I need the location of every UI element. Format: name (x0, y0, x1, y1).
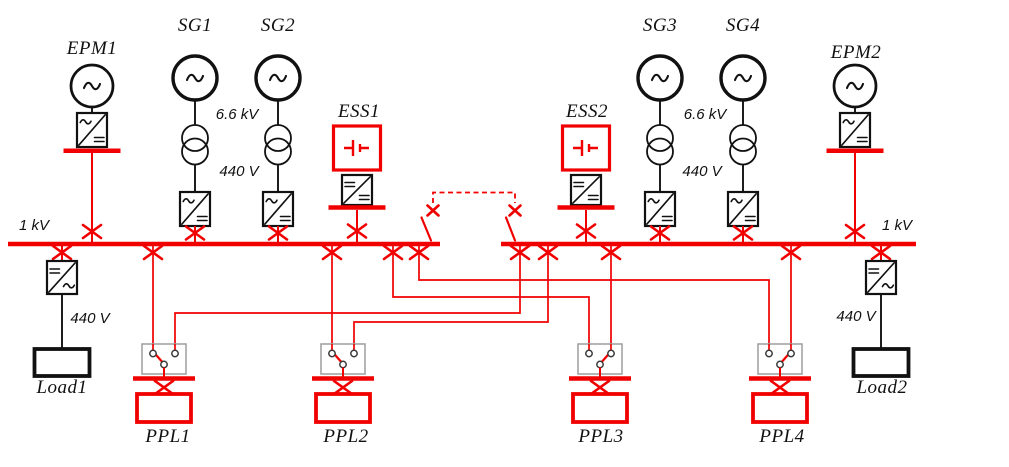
sg4-unit (721, 56, 765, 242)
load1-voltage-label: 440 V (70, 310, 110, 327)
ppl1-label: PPL1 (145, 426, 191, 447)
bus-tie-dashed-link (432, 191, 516, 203)
sg3-unit (638, 56, 682, 242)
left-bus-voltage-label: 1 kV (18, 217, 50, 234)
ppl3-alternate-feed-line (392, 245, 590, 344)
epm2-unit (827, 65, 884, 242)
ess1-label: ESS1 (337, 101, 381, 122)
sg2-label: SG2 (260, 15, 296, 36)
ppl1-assembly (133, 344, 195, 422)
ppl4-label: PPL4 (759, 426, 805, 447)
ppl4-assembly (749, 344, 811, 422)
sg1-label: SG1 (177, 15, 213, 36)
right-bus-voltage-label: 1 kV (881, 217, 913, 234)
ess2-label: ESS2 (565, 101, 609, 122)
sg3-label: SG3 (642, 15, 678, 36)
load2-voltage-label: 440 V (836, 308, 876, 325)
right-tie-blade (504, 216, 517, 242)
epm2-label: EPM2 (830, 42, 882, 63)
sg4-label: SG4 (725, 15, 761, 36)
sg12-secondary-voltage-label: 440 V (219, 163, 259, 180)
ppl2-assembly (312, 344, 374, 422)
ppl4-alternate-feed-line (418, 245, 770, 344)
sg12-primary-voltage-label: 6.6 kV (215, 106, 259, 123)
left-tie-contact-x (426, 204, 440, 217)
right-tie-contact-x (508, 204, 522, 217)
sg34-primary-voltage-label: 6.6 kV (683, 106, 727, 123)
left-tie-blade (420, 216, 433, 242)
ppl2-label: PPL2 (323, 426, 369, 447)
sg34-secondary-voltage-label: 440 V (682, 163, 722, 180)
epm1-unit (64, 65, 121, 242)
ppl2-alternate-feed-line (353, 245, 549, 344)
load2-label: Load2 (856, 377, 908, 398)
ess2-unit (558, 126, 615, 242)
sg1-unit (173, 56, 217, 242)
ess1-unit (329, 126, 386, 242)
ppl3-label: PPL3 (578, 426, 624, 447)
ppl1-alternate-feed-line (174, 245, 521, 344)
load1-label: Load1 (36, 377, 88, 398)
epm1-label: EPM1 (66, 38, 118, 59)
sg2-unit (256, 56, 300, 242)
ppl3-assembly (569, 344, 631, 422)
